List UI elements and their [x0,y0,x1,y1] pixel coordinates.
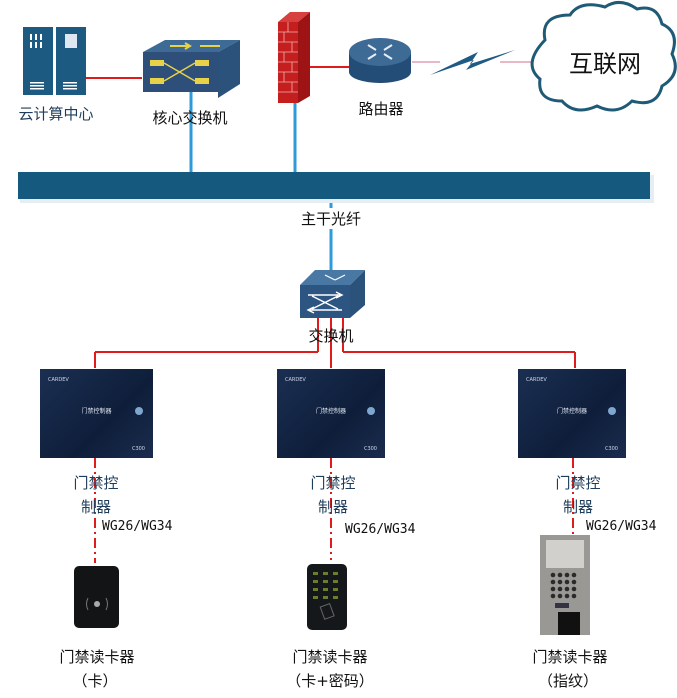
controller-1-protocol: WG26/WG34 [102,519,173,534]
controller-2-label-line1: 门禁控 [310,474,356,492]
controller-2-label-line2: 制器 [317,498,349,516]
switch-icon [300,270,365,318]
label-cloud-center: 云计算中心 [18,105,94,123]
cloud-icon [530,1,677,112]
reader-2-label-line1: 门禁读卡器 [292,648,368,666]
wiegand-links [94,458,574,563]
backbone-bar [18,172,650,199]
reader-1-label-line2: （卡） [72,672,118,690]
label-core-switch: 核心交换机 [152,109,228,127]
label-router: 路由器 [358,100,404,118]
label-backbone: 主干光纤 [300,208,362,229]
controller-1-label-line2: 制器 [80,498,112,516]
label-internet: 互联网 [569,50,641,78]
controller-3-label-line2: 制器 [562,498,594,516]
reader-3-label-line2: （指纹） [537,672,599,690]
card-password-reader-icon [307,564,347,630]
firewall-icon [278,12,310,103]
label-switch: 交换机 [308,327,354,345]
reader-2-label-line2: （卡+密码） [286,672,374,690]
core-switch-icon [143,40,240,98]
lightning-icon [430,50,515,75]
ethernet-distribution [94,318,576,368]
server-icon [23,27,86,95]
reader-1-label-line1: 门禁读卡器 [59,648,135,666]
reader-3-label-line1: 门禁读卡器 [532,648,608,666]
controller-1-label-line1: 门禁控 [73,474,119,492]
card-reader-icon [74,566,119,628]
controller-3-label-line1: 门禁控 [555,474,601,492]
fingerprint-reader-icon [540,535,590,635]
router-icon [349,38,411,83]
controller-3-protocol: WG26/WG34 [586,519,657,534]
controller-2-protocol: WG26/WG34 [345,522,416,537]
